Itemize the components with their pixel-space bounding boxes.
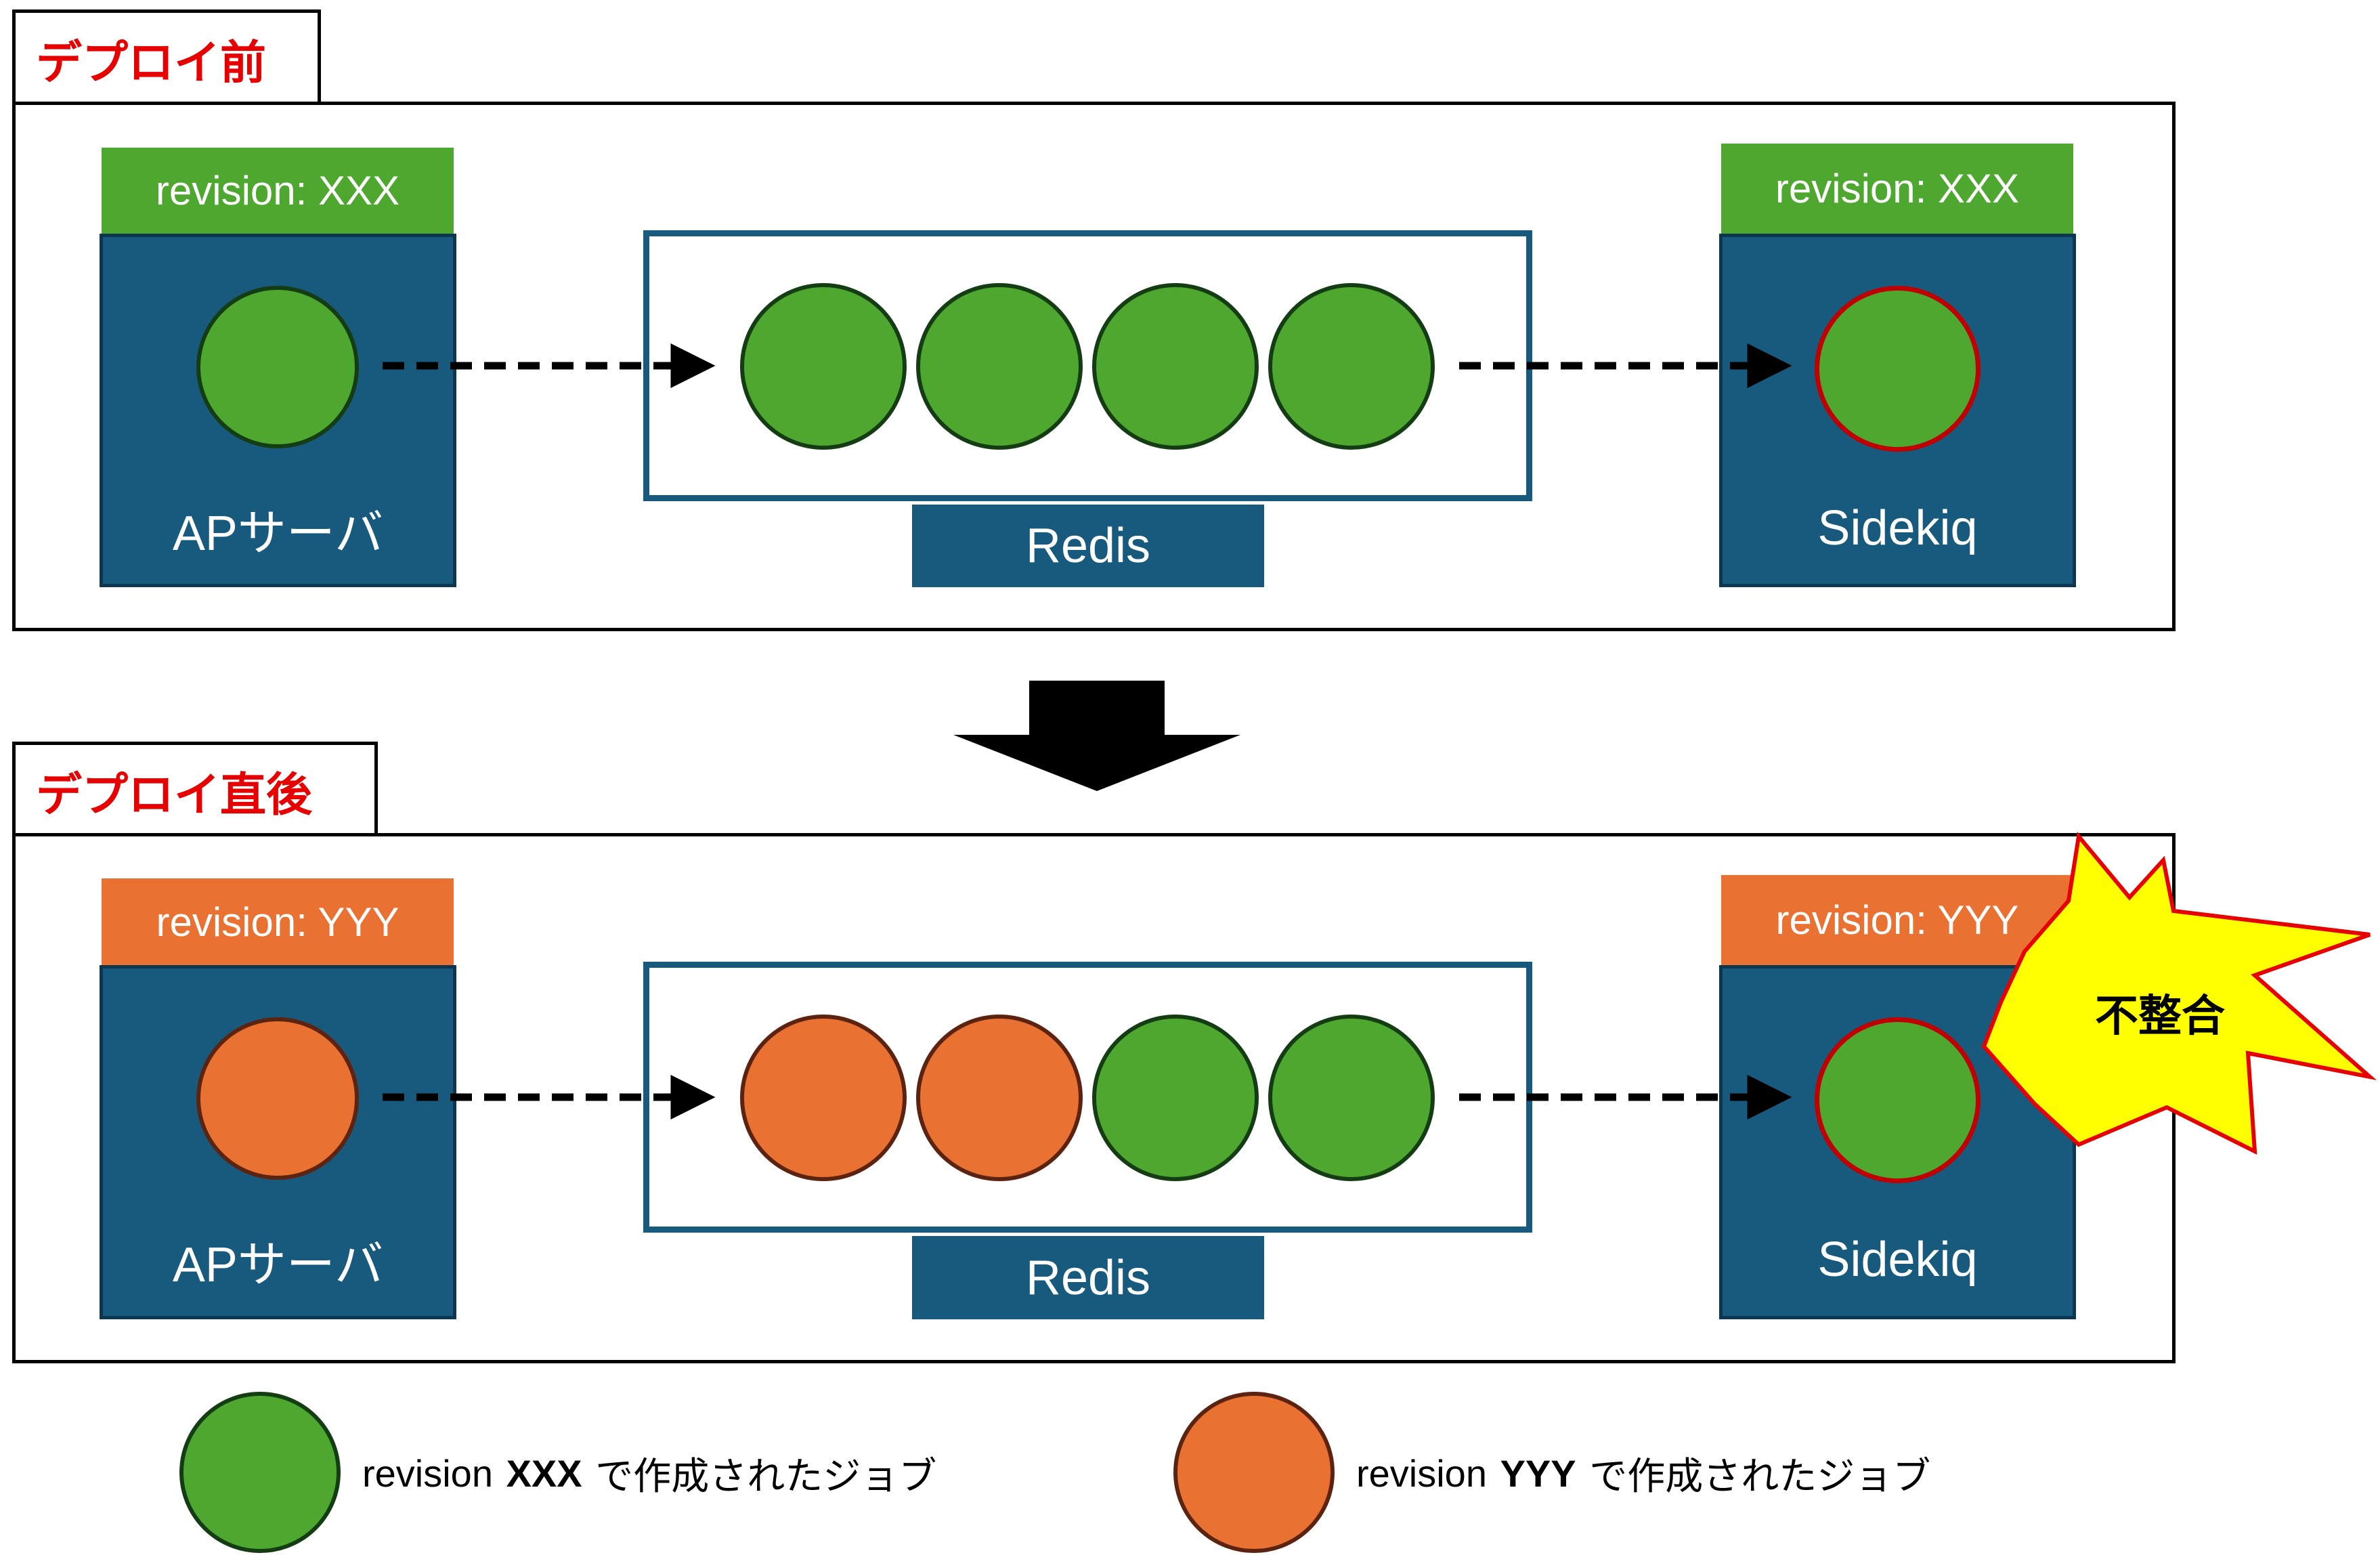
job-circle (740, 283, 907, 450)
ap-server-label: APサーバ (172, 1237, 384, 1292)
legend-prefix: revision (1356, 1451, 1487, 1495)
redis-label: Redis (912, 1236, 1264, 1319)
legend-item-xxx: revision XXX で作成されたジョブ (362, 1439, 936, 1507)
job-circle (1092, 1015, 1259, 1181)
panel-tab-before: デプロイ前 (12, 9, 321, 104)
job-circle (196, 1017, 359, 1180)
job-circle (916, 1015, 1083, 1181)
legend-suffix: で作成されたジョブ (1589, 1454, 1931, 1497)
revision-text: revision: YYY (1775, 897, 2019, 943)
legend-suffix: で作成されたジョブ (595, 1454, 937, 1497)
sidekiq-revision-badge: revision: YYY (1721, 875, 2073, 965)
sidekiq-revision-badge: revision: XXX (1721, 144, 2073, 234)
job-circle (916, 283, 1083, 450)
ap-revision-badge: revision: XXX (102, 148, 454, 234)
legend-swatch-green (179, 1392, 341, 1553)
sidekiq-label: Sidekiq (1817, 1233, 1978, 1287)
alert-label: 不整合 (2095, 992, 2225, 1040)
legend-prefix: revision (362, 1451, 493, 1495)
job-circle (1815, 1017, 1981, 1183)
ap-revision-badge: revision: YYY (102, 878, 454, 965)
panel-title: デプロイ直後 (36, 769, 313, 821)
panel-title: デプロイ前 (36, 37, 267, 89)
revision-text: revision: XXX (1775, 166, 2020, 211)
job-circle (196, 286, 359, 448)
panel-tab-after: デプロイ直後 (12, 742, 378, 836)
legend-swatch-orange (1173, 1392, 1335, 1553)
ap-server-label: APサーバ (172, 506, 384, 561)
redis-label: Redis (912, 505, 1264, 587)
legend-item-yyy: revision YYY で作成されたジョブ (1356, 1439, 1930, 1507)
job-circle (1268, 1015, 1435, 1181)
legend-revision: YYY (1500, 1451, 1576, 1495)
revision-text: revision: YYY (156, 899, 399, 945)
job-circle (740, 1015, 907, 1181)
job-circle (1268, 283, 1435, 450)
legend-revision: XXX (506, 1451, 582, 1495)
sidekiq-label: Sidekiq (1817, 501, 1978, 555)
job-circle (1815, 286, 1981, 452)
revision-text: revision: XXX (155, 168, 400, 213)
job-circle (1092, 283, 1259, 450)
